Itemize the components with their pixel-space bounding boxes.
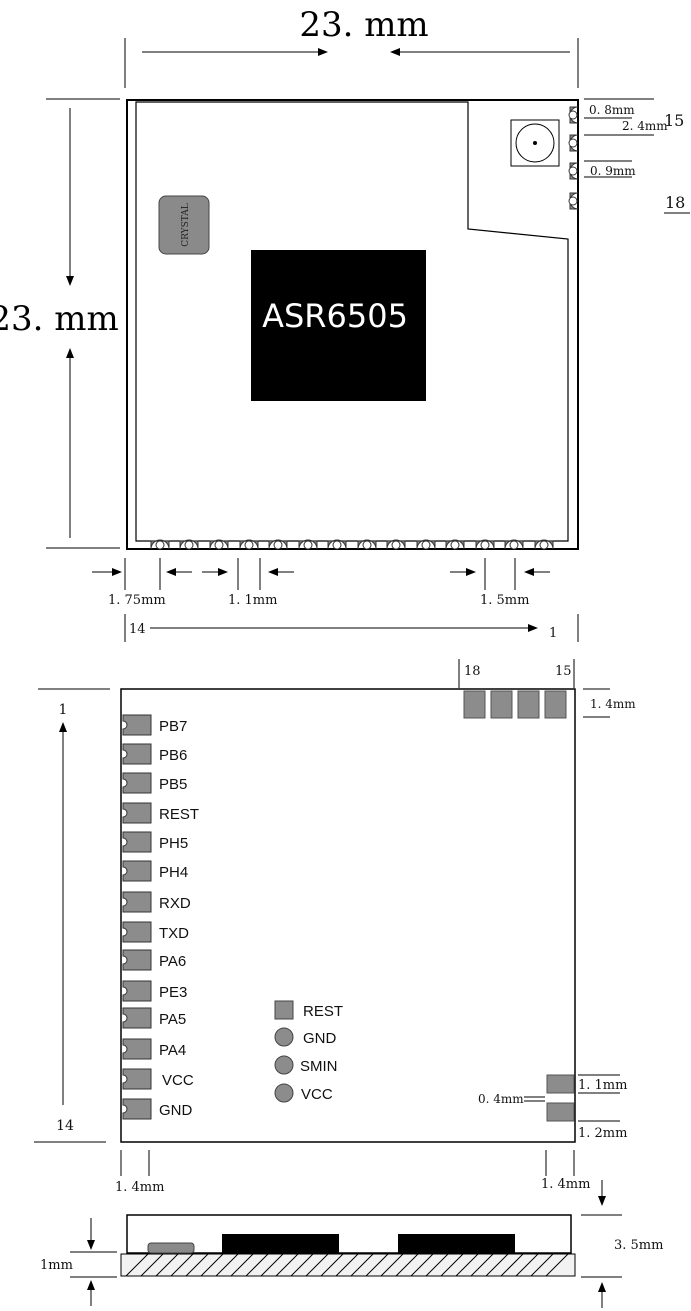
pin-label: PA6: [159, 953, 186, 970]
bottom-pin-1-label: 1: [59, 702, 68, 718]
right-pad-bottom: [546, 1102, 575, 1122]
pin-18-label: 18: [665, 193, 685, 212]
shield-can: [135, 101, 569, 542]
antenna-offset-label: 2. 4mm: [622, 119, 668, 133]
pad-pin-7: RXD: [122, 891, 191, 913]
pad-pin-13: VCC: [122, 1068, 194, 1090]
pad-space-label: 1. 5mm: [480, 593, 529, 608]
total-height-label: 3. 5mm: [614, 1238, 663, 1253]
pad-pitch-label: 1. 1mm: [228, 593, 277, 608]
crystal-label: CRYSTAL: [181, 203, 191, 247]
legend: REST GND SMIN VCC: [274, 1000, 343, 1103]
pad-pin-10: PE3: [122, 980, 187, 1002]
chip-label: ASR6505: [262, 297, 408, 335]
height-dim-arrow-up: [598, 1282, 606, 1308]
top-pad-height-label: 1. 4mm: [590, 697, 636, 711]
pad-pin-6: PH4: [122, 860, 188, 882]
bottom-outline: [120, 688, 576, 1143]
pin-label: PH4: [159, 864, 188, 881]
pcb-profile: [120, 1253, 576, 1277]
pcb-dim-arrow-up: [87, 1280, 95, 1306]
pin-label: PE3: [159, 984, 187, 1001]
pin-1-top-label: 1: [549, 626, 557, 641]
pad-pin-8: TXD: [122, 921, 189, 943]
pin-label: PA4: [159, 1042, 186, 1059]
width-arrow-right: [390, 48, 570, 56]
crystal-profile: [147, 1242, 195, 1254]
pin-label: PH5: [159, 835, 188, 852]
pin-label: GND: [159, 1102, 193, 1119]
legend-vcc: VCC: [301, 1086, 333, 1103]
edge-offset-label: 1. 75mm: [108, 593, 166, 608]
pin-label: RXD: [159, 895, 191, 912]
antenna-connector-icon: [510, 119, 560, 167]
legend-smin: SMIN: [300, 1058, 338, 1075]
left-pad-len-label: 1. 4mm: [115, 1180, 164, 1195]
pin-label: TXD: [159, 925, 189, 942]
pin-direction-arrow: [150, 624, 538, 632]
round-pad-icon: [274, 1083, 294, 1103]
crystal: CRYSTAL: [158, 195, 210, 255]
pin-14-top-label: 14: [129, 622, 146, 637]
pin-label: PA5: [159, 1011, 186, 1028]
width-arrow-left: [142, 48, 328, 56]
gap-label: 0. 4mm: [478, 1092, 524, 1106]
pad-pin-11: PA5: [122, 1007, 186, 1029]
pad-pin-12: PA4: [122, 1038, 186, 1060]
pin-label: VCC: [162, 1072, 194, 1089]
pad-pin-14: GND: [122, 1098, 193, 1120]
height-label: 23. mm: [0, 299, 119, 339]
square-pad-icon: [274, 1000, 294, 1020]
side-view: 1mm 3. 5mm: [40, 1180, 663, 1308]
pad-pin-2: PB6: [122, 743, 187, 765]
pad-pin-9: PA6: [122, 949, 186, 971]
component-block-right: [398, 1234, 515, 1253]
legend-gnd: GND: [303, 1030, 337, 1047]
pad-pin-3: PB5: [122, 772, 187, 794]
chip: [251, 250, 426, 401]
legend-rest: REST: [303, 1003, 343, 1020]
pad-pin-1: PB7: [122, 714, 187, 736]
bottom-pin-14-label: 14: [56, 1118, 74, 1134]
round-pad-icon: [274, 1027, 294, 1047]
pad-pin-5: PH5: [122, 831, 188, 853]
pcb-thickness-label: 1mm: [40, 1258, 73, 1273]
pin-label: PB5: [159, 776, 187, 793]
pin-15-label: 15: [664, 111, 684, 130]
bottom-dimension-marks: [92, 558, 550, 590]
width-label: 23. mm: [299, 5, 428, 45]
right-pad-w-label: 1. 1mm: [578, 1078, 627, 1093]
top-view: 23. mm 23. mm CRYSTAL: [0, 5, 690, 642]
height-arrow-up: [66, 348, 74, 538]
right-castellations: [568, 106, 579, 210]
bottom-view: 18 15 1. 4mm 1 14 PB7 PB6: [34, 659, 636, 1195]
right-pad-h-label: 1. 2mm: [578, 1126, 627, 1141]
right-pad-top: [546, 1074, 575, 1094]
bottom-pin-15-label: 15: [555, 664, 572, 679]
bottom-castellations: [150, 539, 554, 550]
bottom-pin-18-label: 18: [464, 664, 481, 679]
pin-label: PB7: [159, 718, 187, 735]
height-dim-arrow-down: [598, 1180, 606, 1206]
right-pad-len-label: 1. 4mm: [541, 1177, 590, 1192]
pad-width-right-label: 0. 9mm: [590, 164, 636, 178]
pin-label: REST: [159, 806, 199, 823]
pin-up-arrow: [59, 722, 67, 1105]
height-arrow-down: [66, 108, 74, 286]
round-pad-icon: [274, 1055, 294, 1075]
pitch-top-label: 0. 8mm: [589, 103, 635, 117]
pin-label: PB6: [159, 747, 187, 764]
top-pads: [463, 690, 567, 719]
bottom-pad-list: PB7 PB6 PB5 REST PH5 PH4: [122, 714, 199, 1120]
pad-pin-4: REST: [122, 802, 199, 824]
component-block-left: [222, 1234, 339, 1253]
pcb-dim-arrow-down: [87, 1218, 95, 1250]
